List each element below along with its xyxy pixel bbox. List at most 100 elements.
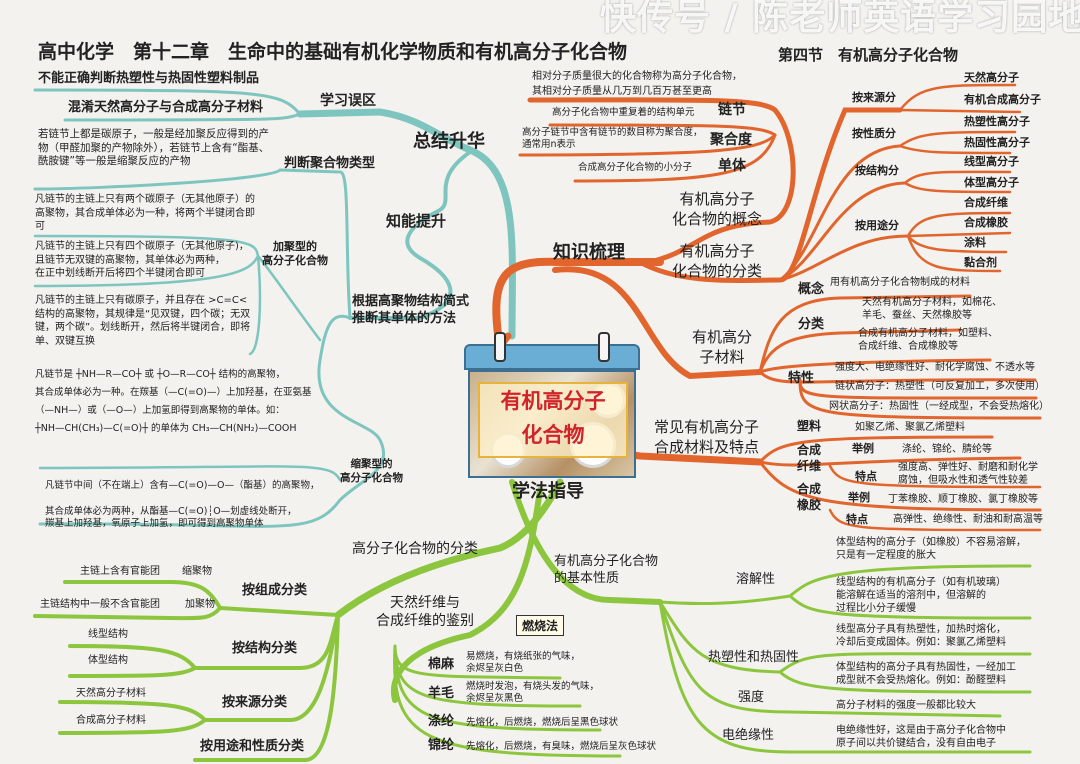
fiber-name: 涤纶	[428, 714, 455, 729]
term-label: 链节	[718, 102, 746, 118]
class-by: 按用途分	[855, 219, 899, 232]
term-desc: 高分子化合物中重复着的结构单元	[552, 107, 695, 118]
node-classification: 有机高分子 化合物的分类	[672, 242, 763, 280]
fiber-feature: 强度高、弹性好、耐磨和耐化学 腐蚀，但吸水性和透气性较差	[898, 462, 1038, 486]
node-condensation: 缩聚型的 高分子化合物	[340, 458, 403, 484]
property-desc: 电绝缘性好，这是由于高分子化合物中 原子间以共价键结合，没有自由电子	[836, 725, 1006, 749]
class-by: 按结构分	[855, 164, 899, 177]
synthetic-fiber-label: 合成 纤维	[797, 443, 822, 473]
rubber-example: 丁苯橡胶、顺丁橡胶、氯丁橡胶等	[888, 494, 1038, 505]
node-judge: 判断聚合物类型	[284, 156, 376, 171]
structure-item: 线型结构	[88, 629, 128, 640]
fiber-name: 棉麻	[428, 657, 455, 672]
judge-text: 若链节上都是碳原子，一般是经加聚反应得到的产物（甲醛加聚的产物除外），若链节上含…	[38, 128, 270, 168]
materials-prop: 链状高分子：热塑性（可反复加工，多次使用）	[835, 381, 1045, 392]
property-name: 热塑性和热固性	[708, 650, 800, 665]
addition-rule: 凡链节的主链上只有碳原子，并且存在 >C=C< 结构的高聚物，其规律是“见双键，…	[35, 295, 251, 347]
materials-prop: 网状高分子：热固性（一经成型，不会受热熔化）	[829, 401, 1049, 412]
calendar-bar	[464, 344, 640, 370]
condensation-rule: 凡链节中间（不在端上）含有—C(=O)—O—（酯基）的高聚物， 其合成单体必为两…	[45, 480, 320, 530]
fiber-example-label: 举例	[852, 442, 874, 455]
mistake-item: 不能正确判断热塑性与热固性塑料制品	[38, 71, 260, 86]
fiber-desc: 先熔化，后燃烧，有臭味，燃烧后呈灰色球状	[466, 741, 657, 752]
class-item: 体型高分子	[964, 176, 1019, 189]
burning-method-callout: 燃烧法	[516, 615, 565, 636]
class-item: 天然高分子	[964, 71, 1019, 84]
property-desc: 线型高分子具有热塑性，加热时熔化， 冷却后变成固体。例如：聚氯乙烯塑料	[836, 624, 1006, 648]
fiber-example: 涤纶、锦纶、腈纶等	[902, 444, 992, 455]
calendar-picture-icon: 有机高分子 化合物	[468, 370, 636, 478]
watermark: 快传号 / 陈老师英语学习园地	[600, 0, 1080, 38]
fiber-name: 锦纶	[428, 738, 455, 753]
source-item: 合成高分子材料	[76, 715, 146, 726]
node-concept: 有机高分子 化合物的概念	[672, 190, 763, 228]
node-addition: 加聚型的 高分子化合物	[262, 240, 328, 268]
fiber-desc: 先熔化，后燃烧，燃烧后呈黑色球状	[466, 717, 619, 728]
node-ability: 知能提升	[386, 212, 447, 230]
property-name: 溶解性	[736, 572, 776, 587]
calendar-ring-icon	[598, 332, 610, 362]
calendar-ring-icon	[494, 332, 506, 362]
node-poly-class: 高分子化合物的分类	[352, 541, 478, 557]
class-item: 合成纤维	[964, 196, 1008, 209]
materials-concept-text: 用有机高分子化合物制成的材料	[830, 277, 970, 288]
materials-concept-label: 概念	[798, 282, 825, 297]
source-item: 天然高分子材料	[76, 688, 146, 699]
property-name: 电绝缘性	[722, 728, 775, 743]
synthetic-plastic-label: 塑料	[797, 419, 822, 433]
synthetic-rubber-label: 合成 橡胶	[797, 482, 822, 512]
concept-definition: 相对分子质量很大的化合物称为高分子化合物， 其相对分子质量从几万到几百万甚至更高	[532, 71, 742, 97]
rubber-feature-label: 特点	[846, 513, 868, 526]
term-desc: 合成高分子化合物的小分子	[578, 162, 693, 173]
class-by-structure: 按结构分类	[232, 641, 298, 656]
class-item: 黏合剂	[964, 256, 997, 269]
node-knowledge: 知识梳理	[553, 242, 625, 263]
class-item: 有机合成高分子	[964, 93, 1041, 106]
fiber-desc: 易燃烧，有烧纸张的气味， 余烬呈灰白色	[466, 651, 581, 675]
class-by-use: 按用途和性质分类	[200, 739, 305, 754]
node-materials: 有机高分 子材料	[692, 328, 753, 366]
term-label: 聚合度	[710, 132, 752, 148]
page-title: 高中化学 第十二章 生命中的基础有机化学物质和有机高分子化合物	[38, 41, 628, 63]
materials-types-label: 分类	[798, 317, 825, 332]
mistake-item: 混淆天然高分子与合成高分子材料	[68, 100, 264, 115]
class-by: 按来源分	[852, 91, 896, 104]
class-item: 热固性高分子	[964, 136, 1030, 149]
node-mistakes: 学习误区	[320, 93, 376, 109]
class-item: 合成橡胶	[964, 216, 1008, 229]
materials-type: 天然有机高分子材料，如棉花、 羊毛、蚕丝、天然橡胶等	[862, 297, 1002, 321]
structure-item: 体型结构	[88, 655, 128, 666]
rubber-example-label: 举例	[848, 491, 870, 504]
composition-item: 缩聚物	[182, 566, 212, 577]
addition-rule: 凡链节的主链上只有四个碳原子（无其他原子)， 且链节无双键的高聚物，其单体必为两…	[35, 241, 249, 279]
composition-desc: 主链结构中一般不含官能团	[40, 599, 160, 610]
class-by-source: 按来源分类	[222, 695, 288, 710]
class-item: 热塑性高分子	[964, 115, 1030, 128]
synthetic-plastic-text: 如聚乙烯、聚氯乙烯塑料	[855, 422, 965, 433]
center-node: 有机高分子 化合物	[464, 332, 640, 480]
rubber-feature: 高弹性、绝缘性、耐油和耐高温等	[893, 514, 1043, 525]
condensation-rule: 凡链节是 ┼NH—R—CO┼ 或 ┼O—R—CO┼ 结构的高聚物， 其合成单体必…	[35, 369, 312, 435]
center-label: 有机高分子 化合物	[478, 382, 628, 458]
class-item: 线型高分子	[964, 155, 1019, 168]
class-by: 按性质分	[852, 127, 896, 140]
node-method: 根据高聚物结构简式 推断其单体的方法	[352, 294, 470, 326]
node-fiber-id: 天然纤维与 合成纤维的鉴别	[376, 595, 474, 630]
materials-props-label: 特性	[788, 371, 815, 386]
term-label: 单体	[718, 158, 746, 174]
fiber-desc: 燃烧时发泡，有烧头发的气味， 余烬呈灰黑色	[466, 681, 600, 705]
term-desc: 高分子链节中含有链节的数目称为聚合度， 通常用n表示	[522, 127, 703, 151]
fiber-feature-label: 特点	[855, 470, 877, 483]
addition-rule: 凡链节的主链上只有两个碳原子（无其他原子）的高聚物，其合成单体必为一种，将两个半…	[35, 194, 255, 232]
property-name: 强度	[738, 690, 765, 705]
section-title: 第四节 有机高分子化合物	[778, 46, 959, 64]
materials-prop: 强度大、电绝缘性好、耐化学腐蚀、不透水等	[835, 362, 1035, 373]
node-method-guide: 学法指导	[512, 481, 584, 502]
property-desc: 体型结构的高分子具有热固性，一经加工 成型就不会受热熔化。例如：酚醛塑料	[836, 662, 1016, 686]
node-basic-properties: 有机高分子化合物 的基本性质	[554, 554, 659, 586]
property-desc: 体型结构的高分子（如橡胶）不容易溶解， 只是有一定程度的胀大	[836, 537, 1026, 561]
property-desc: 线型结构的有机高分子（如有机玻璃） 能溶解在适当的溶剂中，但溶解的 过程比小分子…	[836, 577, 1006, 614]
class-item: 涂料	[964, 236, 986, 249]
materials-type: 合成有机高分子材料，如塑料、 合成纤维、合成橡胶等	[858, 328, 998, 352]
